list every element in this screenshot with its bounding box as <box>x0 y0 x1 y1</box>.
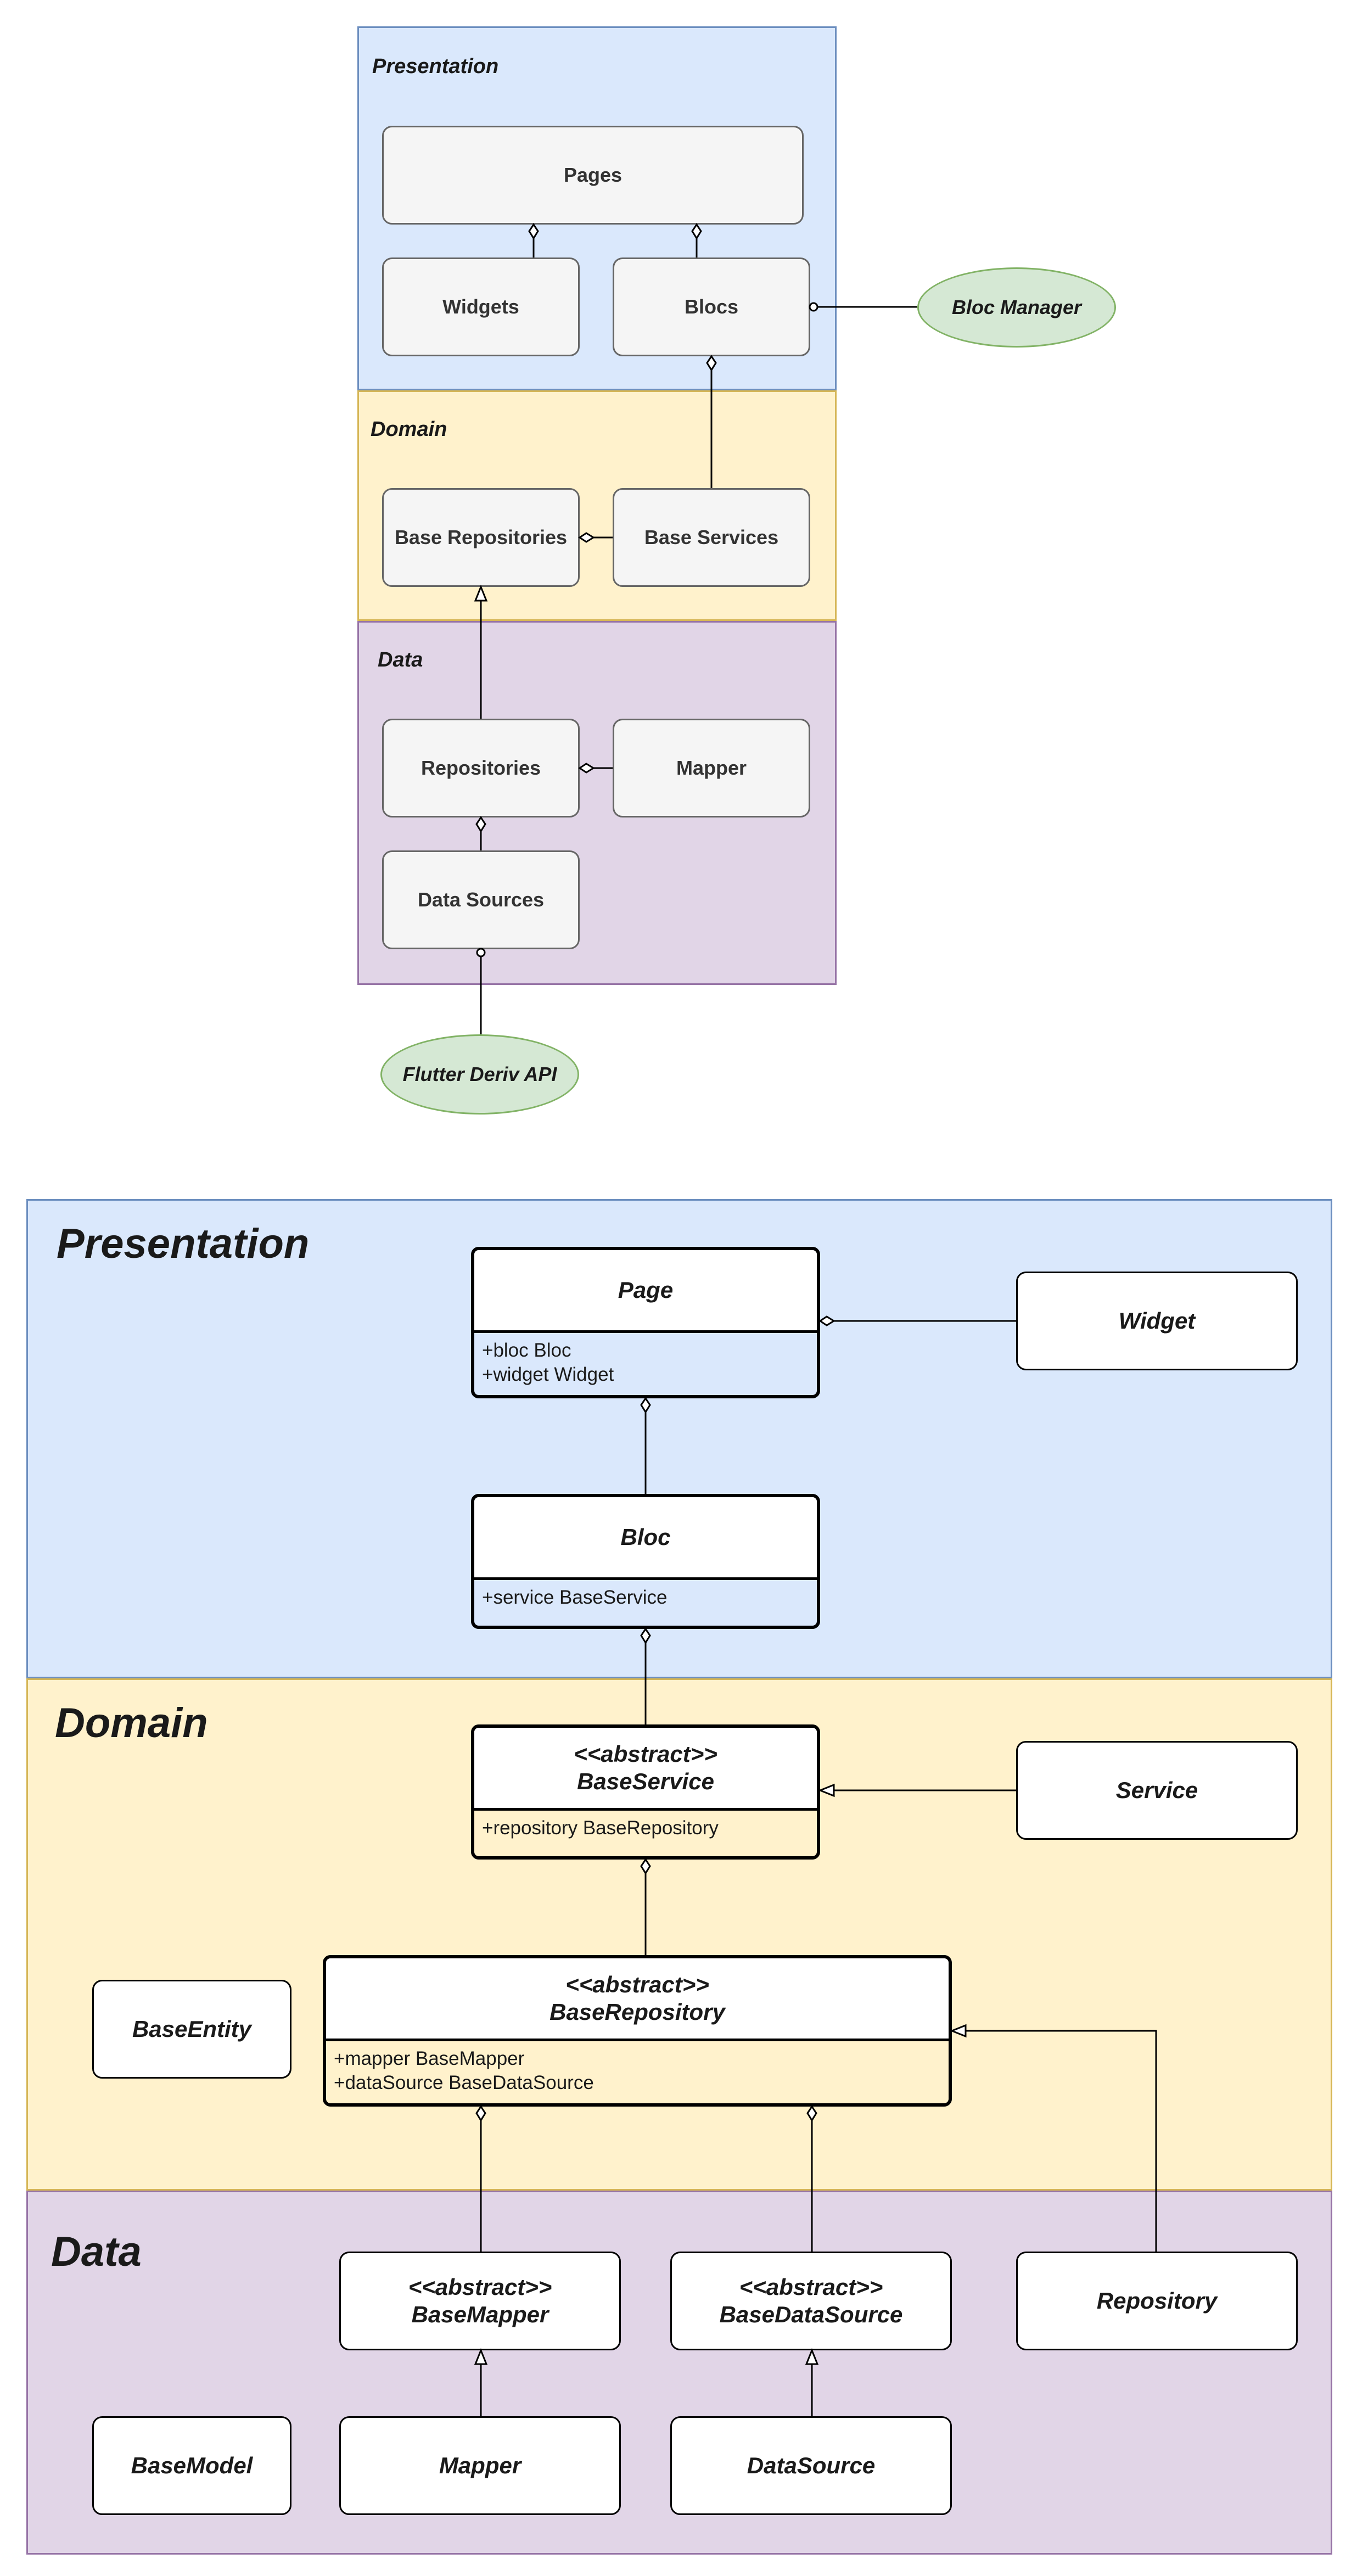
base-mapper-box: <<abstract>> BaseMapper <box>339 2252 621 2350</box>
repositories-box: Repositories <box>382 719 580 817</box>
data-sources-box: Data Sources <box>382 850 580 949</box>
bloc-class-name: Bloc <box>620 1524 671 1550</box>
service-label: Service <box>1115 1777 1198 1803</box>
widgets-box: Widgets <box>382 257 580 356</box>
page-class-header: Page <box>474 1250 817 1333</box>
base-repository-class: <<abstract>> BaseRepository +mapper Base… <box>323 1955 952 2107</box>
base-data-source-label: BaseDataSource <box>719 2301 903 2327</box>
base-mapper-stereotype: <<abstract>> <box>408 2273 552 2300</box>
base-service-stereotype: <<abstract>> <box>574 1740 717 1767</box>
base-services-box: Base Services <box>613 488 810 587</box>
page-field-bloc: +bloc Bloc <box>482 1340 571 1361</box>
base-model-box: BaseModel <box>92 2416 291 2515</box>
blocs-box: Blocs <box>613 257 810 356</box>
bloc-class-header: Bloc <box>474 1497 817 1580</box>
data-source-class-label: DataSource <box>747 2452 876 2478</box>
base-repositories-box: Base Repositories <box>382 488 580 587</box>
page-class-fields: +bloc Bloc +widget Widget <box>474 1333 817 1392</box>
repository-label: Repository <box>1096 2287 1218 2314</box>
base-entity-label: BaseEntity <box>132 2015 252 2042</box>
bloc-field-service: +service BaseService <box>482 1587 668 1608</box>
base-repository-class-header: <<abstract>> BaseRepository <box>326 1958 949 2041</box>
top-data-title: Data <box>378 648 423 671</box>
top-presentation-title: Presentation <box>372 55 499 78</box>
page-field-widget: +widget Widget <box>482 1363 614 1385</box>
widget-label: Widget <box>1118 1307 1196 1334</box>
bloc-manager-ellipse: Bloc Manager <box>917 267 1116 348</box>
base-model-label: BaseModel <box>131 2452 253 2478</box>
mapper-class-box: Mapper <box>339 2416 621 2515</box>
base-repository-field-mapper: +mapper BaseMapper <box>334 2048 525 2069</box>
presentation-title: Presentation <box>57 1220 310 1267</box>
base-data-source-stereotype: <<abstract>> <box>739 2273 883 2300</box>
base-entity-box: BaseEntity <box>92 1980 291 2079</box>
page-class-name: Page <box>618 1276 674 1303</box>
repository-box: Repository <box>1016 2252 1298 2350</box>
base-repository-stereotype: <<abstract>> <box>565 1971 709 1997</box>
data-source-class-box: DataSource <box>670 2416 952 2515</box>
top-domain-title: Domain <box>371 418 447 441</box>
base-service-class-fields: +repository BaseRepository <box>474 1811 817 1846</box>
base-service-class: <<abstract>> BaseService +repository Bas… <box>471 1724 820 1860</box>
base-data-source-box: <<abstract>> BaseDataSource <box>670 2252 952 2350</box>
widget-box: Widget <box>1016 1272 1298 1370</box>
base-mapper-label: BaseMapper <box>411 2301 549 2327</box>
base-repository-field-data-source: +dataSource BaseDataSource <box>334 2071 594 2093</box>
domain-title: Domain <box>55 1700 208 1746</box>
bloc-class: Bloc +service BaseService <box>471 1494 820 1629</box>
flutter-deriv-api-ellipse: Flutter Deriv API <box>380 1034 579 1115</box>
base-repository-class-name: BaseRepository <box>549 1999 725 2025</box>
mapper-box: Mapper <box>613 719 810 817</box>
pages-box: Pages <box>382 126 804 225</box>
base-repository-class-fields: +mapper BaseMapper +dataSource BaseDataS… <box>326 2041 949 2101</box>
bloc-class-fields: +service BaseService <box>474 1580 817 1615</box>
data-title: Data <box>51 2228 142 2275</box>
page-class: Page +bloc Bloc +widget Widget <box>471 1247 820 1398</box>
mapper-class-label: Mapper <box>439 2452 522 2478</box>
base-service-class-header: <<abstract>> BaseService <box>474 1728 817 1811</box>
base-service-class-name: BaseService <box>577 1768 714 1794</box>
service-box: Service <box>1016 1741 1298 1840</box>
base-service-field-repository: +repository BaseRepository <box>482 1817 719 1839</box>
